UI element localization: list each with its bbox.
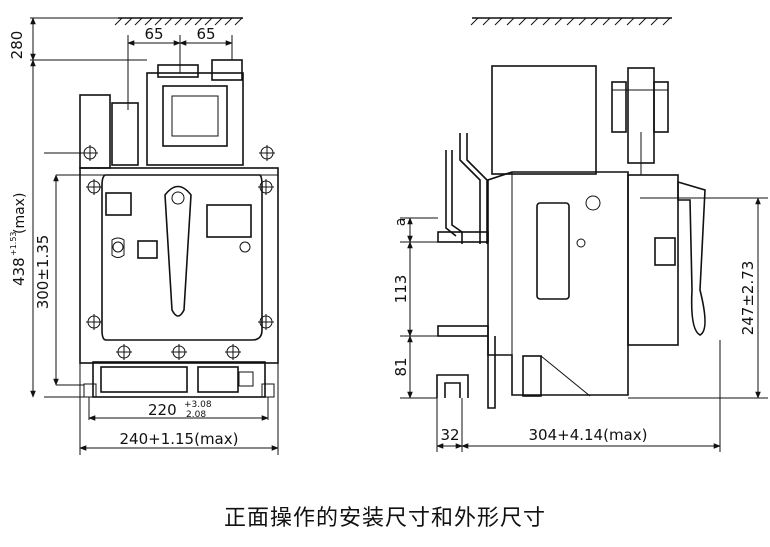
base-unit <box>83 361 275 398</box>
side-handle <box>611 67 706 346</box>
dim-width-mount-value: 220 <box>148 401 177 419</box>
dim-top-gap-label: 280 <box>8 31 26 60</box>
dim-a-label: a <box>393 218 409 227</box>
ceiling-hatch-side <box>470 17 672 26</box>
side-upper-box <box>491 65 597 175</box>
dim-width-mount-tol-lower: 2.08 <box>186 410 206 420</box>
dim-width-total-label: 240+1.15(max) <box>120 430 239 448</box>
dim-32-label: 32 <box>440 426 459 444</box>
side-body <box>487 171 629 397</box>
mounting-holes-front <box>82 145 275 360</box>
left-bracket <box>79 94 139 169</box>
dim-113-label: 113 <box>392 275 410 304</box>
dim-81-label: 81 <box>392 357 410 376</box>
dim-height-total-value: 438 <box>10 257 28 286</box>
front-dimension-lines <box>30 17 279 451</box>
front-view: 65 65 280 438 +1.53 (max) 300±1.35 220 +… <box>8 17 279 455</box>
figure-caption: 正面操作的安装尺寸和外形尺寸 <box>223 506 546 531</box>
dim-height-mount-label: 300±1.35 <box>34 235 52 310</box>
dim-height-total-suffix: (max) <box>12 193 28 234</box>
motor-unit <box>146 59 244 166</box>
ceiling-hatch-front <box>114 17 243 26</box>
dim-height-total-label: 438 +1.53 (max) <box>9 193 28 286</box>
dim-width-mount-tol-upper: +3.08 <box>184 400 212 410</box>
dim-width-mount-label: 220 +3.08 2.08 <box>148 400 212 420</box>
dim-depth-label: 304+4.14(max) <box>529 426 648 444</box>
side-view: a 113 81 247±2.73 32 304+4.14(max) <box>392 17 768 452</box>
side-terminals <box>436 133 496 409</box>
side-extension-lines <box>400 197 768 452</box>
dim-height-right-label: 247±2.73 <box>739 261 757 336</box>
dim-top-left-label: 65 <box>144 25 163 43</box>
dim-height-total-tolerance: +1.53 <box>9 231 18 256</box>
front-extension-lines <box>30 17 279 455</box>
dim-top-right-label: 65 <box>196 25 215 43</box>
side-dimension-lines <box>407 197 761 449</box>
front-plate <box>79 167 279 364</box>
